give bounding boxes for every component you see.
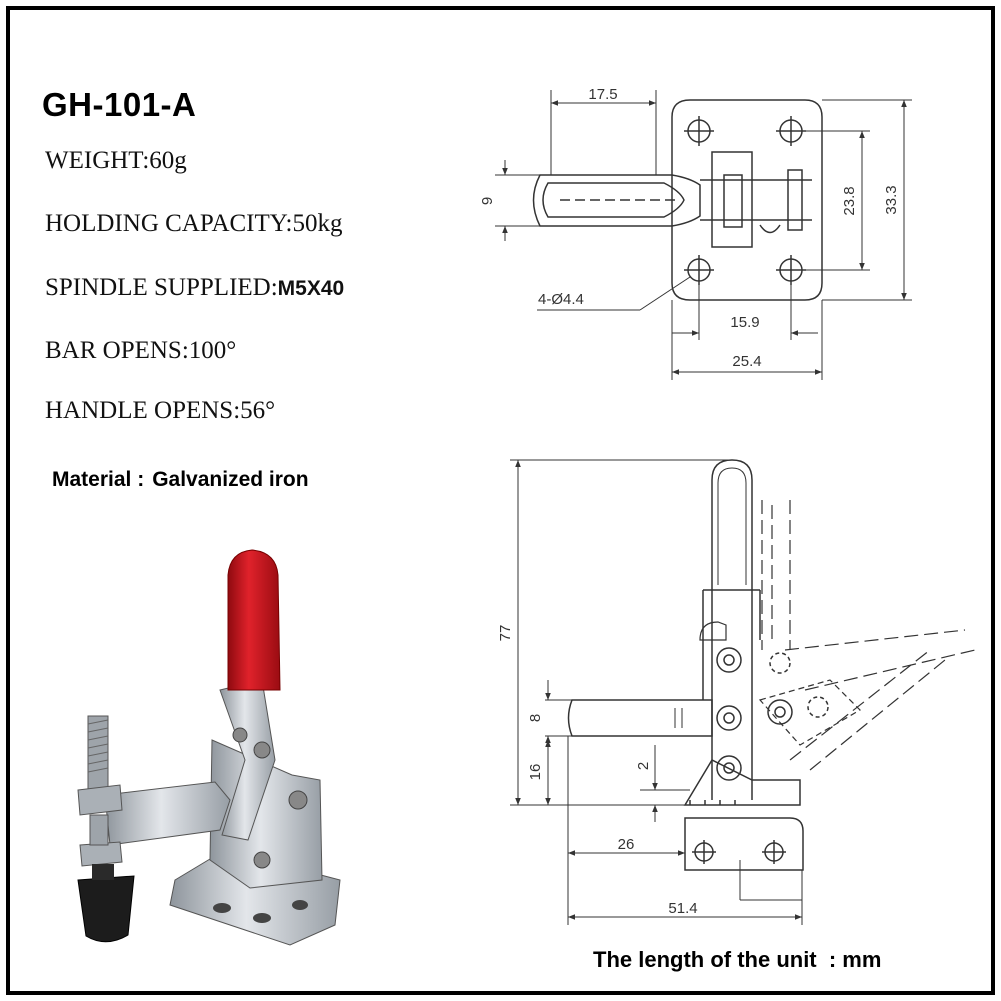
spec-spindle-label: SPINDLE SUPPLIED: xyxy=(45,274,278,301)
product-rubber-tip xyxy=(77,875,135,943)
label-33-3: 33.3 xyxy=(883,185,900,214)
dim-77 xyxy=(510,459,730,806)
label-9: 9 xyxy=(479,197,496,205)
material-value: Galvanized iron xyxy=(152,468,309,491)
dim-51-4 xyxy=(568,870,803,925)
top-central-body xyxy=(700,151,812,248)
label-8: 8 xyxy=(527,714,544,722)
label-16: 16 xyxy=(527,764,544,781)
material-line: Material : Galvanized iron xyxy=(52,468,309,492)
dim-15-9 xyxy=(672,285,818,340)
spec-spindle-value: M5X40 xyxy=(277,277,345,300)
spec-weight: WEIGHT:60g xyxy=(45,147,187,174)
dim-23-8 xyxy=(806,130,870,271)
product-clamp-arm xyxy=(104,781,231,846)
material-label: Material : xyxy=(52,468,145,491)
product-title: GH-101-A xyxy=(42,86,197,123)
product-body xyxy=(209,739,323,889)
label-26: 26 xyxy=(618,836,635,853)
top-clamp-arm xyxy=(532,174,701,227)
dim-25-4 xyxy=(671,300,823,380)
label-15-9: 15.9 xyxy=(730,314,759,331)
spec-bar-opens: BAR OPENS:100° xyxy=(45,337,237,364)
top-view-labels: 17.5 9 23.8 33.3 4-Ø4.4 15.9 25.4 xyxy=(479,86,900,370)
side-pivot-pins xyxy=(716,647,829,781)
label-2: 2 xyxy=(635,762,652,770)
dim-2 xyxy=(640,745,690,822)
dim-hole-leader xyxy=(537,276,691,311)
label-hole: 4-Ø4.4 xyxy=(538,291,584,308)
label-25-4: 25.4 xyxy=(732,353,761,370)
dim-26 xyxy=(567,736,686,925)
dim-9 xyxy=(495,160,540,241)
side-bottom-plate xyxy=(684,817,804,901)
product-red-grip xyxy=(227,549,281,691)
product-photo xyxy=(77,549,341,946)
side-spindle-bar xyxy=(567,699,713,737)
top-mounting-holes xyxy=(684,116,806,285)
label-17-5: 17.5 xyxy=(588,86,617,103)
side-open-position xyxy=(761,500,976,771)
label-51-4: 51.4 xyxy=(668,900,697,917)
dim-33-3 xyxy=(822,99,912,301)
label-77: 77 xyxy=(497,625,514,642)
side-base-foot xyxy=(683,759,801,806)
side-body xyxy=(702,590,761,800)
spec-handle-opens: HANDLE OPENS:56° xyxy=(45,397,276,424)
side-view-labels: 77 8 16 2 26 51.4 xyxy=(497,625,698,917)
side-handle xyxy=(711,459,753,590)
label-23-8: 23.8 xyxy=(841,186,858,215)
top-base-plate xyxy=(671,99,823,301)
spec-holding-capacity: HOLDING CAPACITY:50kg xyxy=(45,210,343,237)
dim-17-5 xyxy=(550,90,657,175)
unit-note: The length of the unit : mm xyxy=(593,947,882,972)
side-view-drawing xyxy=(510,459,976,925)
top-view-drawing xyxy=(495,90,912,380)
spec-spindle: SPINDLE SUPPLIED:M5X40 xyxy=(45,274,344,302)
